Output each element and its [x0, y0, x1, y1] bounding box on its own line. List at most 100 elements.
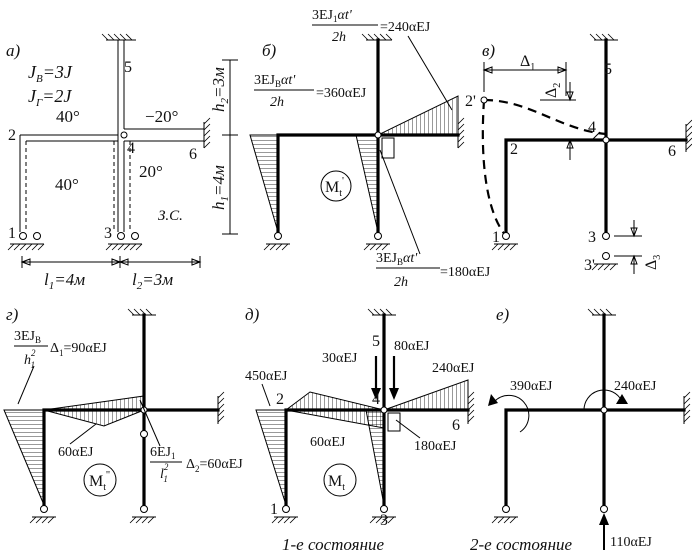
diagram-b-right-beam [377, 95, 459, 136]
svg-text:=360αEJ: =360αEJ [316, 86, 367, 101]
supports-v [491, 131, 618, 271]
moment-240: 240αEJ [614, 379, 657, 394]
dim-l1: l1=4м [20, 256, 122, 292]
right-support-a [203, 117, 211, 149]
moment-390: 390αEJ [510, 379, 553, 394]
moment-arc-390 [488, 394, 530, 433]
node-a-6: 6 [189, 146, 197, 163]
value-d-450: 450αEJ [245, 369, 288, 384]
hinge-v [602, 136, 610, 144]
moment-arc-240 [583, 389, 628, 411]
svg-text:h1=4м: h1=4м [209, 165, 231, 210]
svg-text:Δ1: Δ1 [520, 53, 535, 73]
value-d-60: 60αEJ [310, 435, 346, 450]
caption-state-2: 2-е состояние [470, 535, 573, 554]
svg-text:3EJBαt': 3EJBαt' [254, 73, 296, 89]
dim-h2: h2=3м [209, 59, 238, 136]
node-d-1: 1 [270, 501, 278, 518]
diagram-d-beam-right [383, 379, 469, 411]
svg-text:Δ2: Δ2 [543, 83, 563, 98]
svg-text:6EJ1: 6EJ1 [150, 445, 176, 461]
diagram-d-left-column [255, 409, 287, 506]
diagram-d-node-box [387, 412, 401, 432]
svg-text:l21: l21 [160, 462, 169, 484]
dim-h1: h1=4м [209, 135, 238, 235]
supports-g [29, 430, 156, 524]
panel-g-letter: г) [6, 305, 19, 324]
supports-d [271, 505, 396, 524]
caption-state-1: 1-е состояние [282, 535, 385, 554]
panel-d-letter: д) [245, 305, 260, 324]
node-v-2: 2 [510, 141, 518, 158]
node-v-3p: 3' [584, 257, 595, 274]
node-a-5: 5 [124, 59, 132, 76]
m-badge-g: Mt'' [83, 463, 117, 497]
leader-g-mid [69, 423, 97, 445]
svg-text:l1=4м: l1=4м [44, 270, 85, 292]
diagram-g-beam-upper [43, 395, 145, 411]
dim-delta1: Δ1 [482, 53, 568, 96]
node-v-6: 6 [668, 143, 676, 160]
right-support-g [217, 391, 225, 424]
top-support-b [361, 33, 393, 41]
hinge-b [374, 131, 382, 139]
node-a-1: 1 [8, 225, 16, 242]
node-v-4: 4 [588, 119, 596, 136]
node-d-4: 4 [372, 391, 380, 408]
panel-a-letter: а) [6, 41, 21, 60]
node-a-4: 4 [127, 140, 135, 157]
hinge-e [600, 406, 608, 414]
deformed-beam-v [483, 98, 607, 136]
leader-d-180 [395, 419, 421, 439]
svg-text:l2=3м: l2=3м [132, 270, 173, 292]
node-d-3: 3 [380, 512, 388, 529]
temp-top-left: 40° [56, 107, 80, 126]
node-a-2: 2 [8, 127, 16, 144]
label-b-top: 3EJ1αt' 2h =240αEJ [312, 8, 453, 111]
force-arrows-d [371, 356, 399, 400]
svg-text:3EJ1αt': 3EJ1αt' [312, 8, 353, 24]
diagram-d-mid-column [365, 409, 385, 506]
diagram-d-beam-top [284, 391, 385, 411]
m-badge-b: Mt' [320, 170, 352, 202]
diagram-g-beam-lower [43, 409, 145, 427]
node-a-3: 3 [104, 225, 112, 242]
node-d-2: 2 [276, 391, 284, 408]
top-support-a [101, 33, 136, 41]
force-d-80: 80αEJ [394, 339, 430, 354]
label-b-left: 3EJBαt' 2h =360αEJ [254, 73, 367, 110]
diagram-b-node-box [381, 137, 395, 159]
svg-text:3EJB: 3EJB [14, 329, 41, 345]
node-v-5: 5 [604, 61, 612, 78]
frame-a-columns [117, 40, 204, 232]
svg-text:Δ1=90αEJ: Δ1=90αEJ [50, 341, 107, 358]
bottom-support-a-1 [7, 232, 45, 251]
dim-delta3: Δ3 [614, 220, 663, 274]
value-d-240: 240αEJ [432, 361, 475, 376]
right-support-e [683, 391, 691, 424]
frame-e [504, 313, 686, 507]
panel-e-state-2: е) 390αEJ 240αEJ 110αEJ [470, 305, 691, 554]
diagram-b-left-column [249, 134, 279, 233]
bottom-support-a-3 [105, 232, 143, 251]
panel-b-letter: б) [262, 41, 277, 60]
panel-a-original-frame: а) JВ=3J JГ=2J [6, 33, 238, 292]
svg-text:=240αEJ: =240αEJ [380, 20, 431, 35]
hinge-d [380, 406, 388, 414]
node-v-2p: 2' [465, 93, 476, 110]
svg-text:=180αEJ: =180αEJ [440, 265, 491, 280]
frame-a-dashed-right [129, 140, 204, 232]
deformed-column-v [481, 99, 507, 237]
right-support-d [467, 391, 475, 424]
label-g-mid: 60αEJ [58, 445, 94, 460]
supports-e [491, 505, 608, 524]
right-support-v [685, 119, 692, 152]
hinge-v-2p [480, 96, 488, 104]
top-support-g [127, 308, 156, 316]
bottom-supports-b [263, 232, 390, 251]
diagram-b-mid-column [355, 134, 379, 233]
dim-l2: l2=3м [118, 256, 202, 292]
hinge-a-4 [120, 131, 128, 139]
